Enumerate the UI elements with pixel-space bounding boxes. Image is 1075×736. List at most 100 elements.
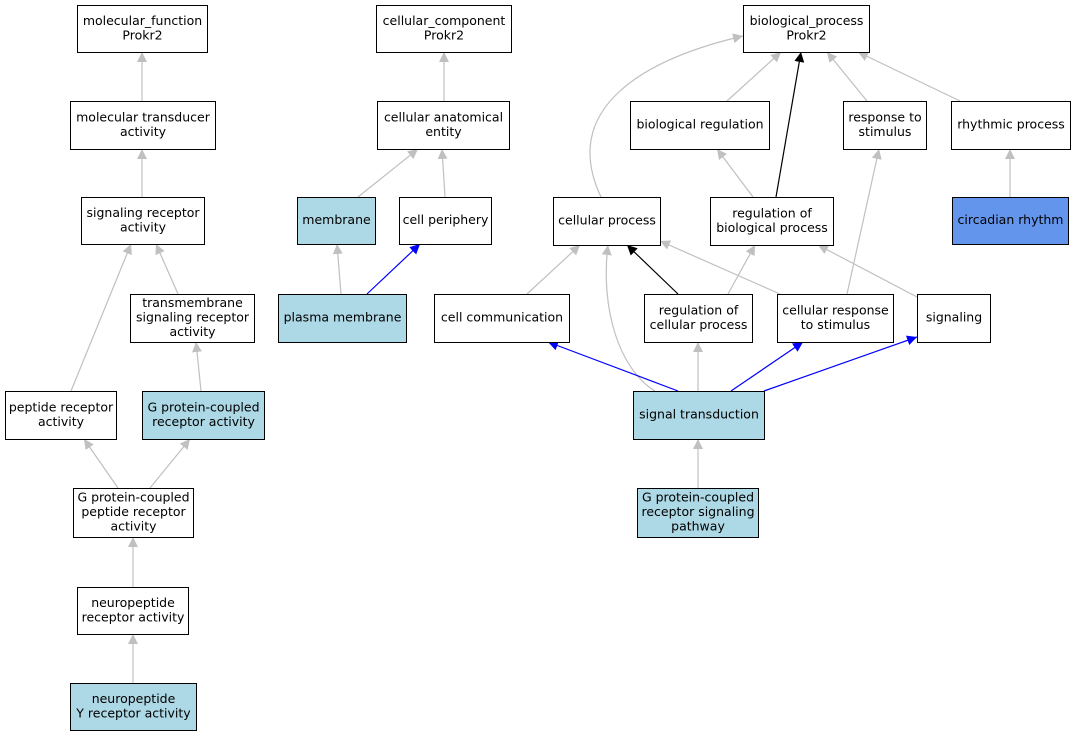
node-box: [73, 488, 194, 538]
edge-pra-to-sra: [70, 243, 132, 392]
edge-gppra-to-pra: [83, 438, 119, 489]
node-ccom[interactable]: cell communication: [434, 294, 570, 343]
node-label: biological regulation: [636, 117, 763, 132]
node-label: cellular process: [650, 317, 748, 332]
node-label: cellular process: [558, 213, 656, 228]
node-label: cellular response: [782, 302, 889, 317]
node-label: Prokr2: [786, 27, 826, 42]
node-label: molecular_function: [83, 13, 202, 28]
node-label: cellular_component: [383, 13, 506, 28]
node-box: [376, 5, 512, 53]
node-label: neuropeptide: [92, 691, 176, 706]
node-label: molecular transducer: [76, 109, 211, 124]
node-box: [951, 101, 1071, 150]
node-breg[interactable]: biological regulation: [630, 101, 770, 150]
edge-st-to-crs: [730, 341, 804, 392]
node-label: receptor signaling: [641, 504, 754, 519]
edge-pm-to-cp: [366, 243, 421, 295]
node-label: activity: [120, 219, 167, 234]
node-sig[interactable]: signaling: [917, 294, 991, 343]
node-label: response to: [848, 109, 921, 124]
edge-breg-to-bp: [726, 51, 782, 102]
node-box: [434, 294, 570, 343]
node-box: [377, 101, 510, 150]
node-box: [637, 488, 759, 538]
edge-st-to-ccom: [547, 340, 679, 392]
node-box: [81, 197, 205, 245]
edge-crs-to-rts: [846, 148, 882, 295]
node-label: G protein-coupled: [147, 399, 259, 414]
node-label: regulation of: [659, 302, 739, 317]
edge-mem-to-cae: [357, 148, 419, 198]
node-rp[interactable]: rhythmic process: [951, 101, 1071, 150]
edge-cp-to-cae: [437, 148, 448, 198]
node-label: activity: [120, 124, 167, 139]
node-label: signaling receptor: [86, 205, 200, 220]
node-cr[interactable]: circadian rhythm: [952, 197, 1069, 245]
node-label: membrane: [302, 212, 371, 227]
node-box: [399, 197, 492, 245]
edge-rbp-to-breg: [716, 148, 754, 198]
node-st[interactable]: signal transduction: [633, 391, 765, 440]
node-box: [777, 294, 894, 343]
node-pm[interactable]: plasma membrane: [278, 294, 407, 343]
node-cellp[interactable]: cellular process: [553, 197, 661, 246]
node-box: [553, 197, 661, 246]
node-label: cell periphery: [403, 212, 489, 227]
edge-cellp-to-bp: [589, 33, 744, 198]
edge-crs-to-cellp: [659, 240, 781, 295]
node-label: Prokr2: [122, 27, 162, 42]
edge-st-to-sig: [763, 335, 918, 392]
node-box: [142, 391, 265, 440]
node-box: [644, 294, 753, 343]
edge-rbp-to-bp: [775, 51, 805, 198]
edge-layer: [70, 33, 1015, 683]
node-label: G protein-coupled: [642, 490, 754, 505]
node-label: activity: [169, 324, 216, 339]
node-label: biological_process: [750, 13, 864, 28]
edge-tsra-to-sra: [155, 243, 179, 295]
node-label: stimulus: [859, 124, 912, 139]
node-cp[interactable]: cell periphery: [399, 197, 492, 245]
edge-pm-to-mem: [332, 243, 343, 295]
node-box: [5, 391, 117, 440]
node-label: biological process: [716, 220, 828, 235]
node-box: [70, 101, 216, 150]
node-box: [633, 391, 765, 440]
node-label: pathway: [671, 519, 725, 534]
node-label: to stimulus: [801, 317, 870, 332]
node-label: activity: [38, 414, 85, 429]
edge-gpcra-to-tsra: [192, 341, 202, 392]
node-label: receptor activity: [152, 414, 255, 429]
edge-sig-to-rbp: [817, 244, 918, 298]
node-mem[interactable]: membrane: [297, 197, 376, 245]
edge-ccom-to-cellp: [526, 244, 581, 295]
node-label: cellular anatomical: [384, 109, 503, 124]
edge-rts-to-bp: [826, 51, 868, 102]
node-box: [917, 294, 991, 343]
node-box: [743, 5, 870, 53]
node-box: [77, 5, 208, 53]
node-label: rhythmic process: [957, 117, 1065, 132]
node-label: G protein-coupled: [77, 490, 189, 505]
edge-gppra-to-gpcra: [149, 438, 191, 489]
